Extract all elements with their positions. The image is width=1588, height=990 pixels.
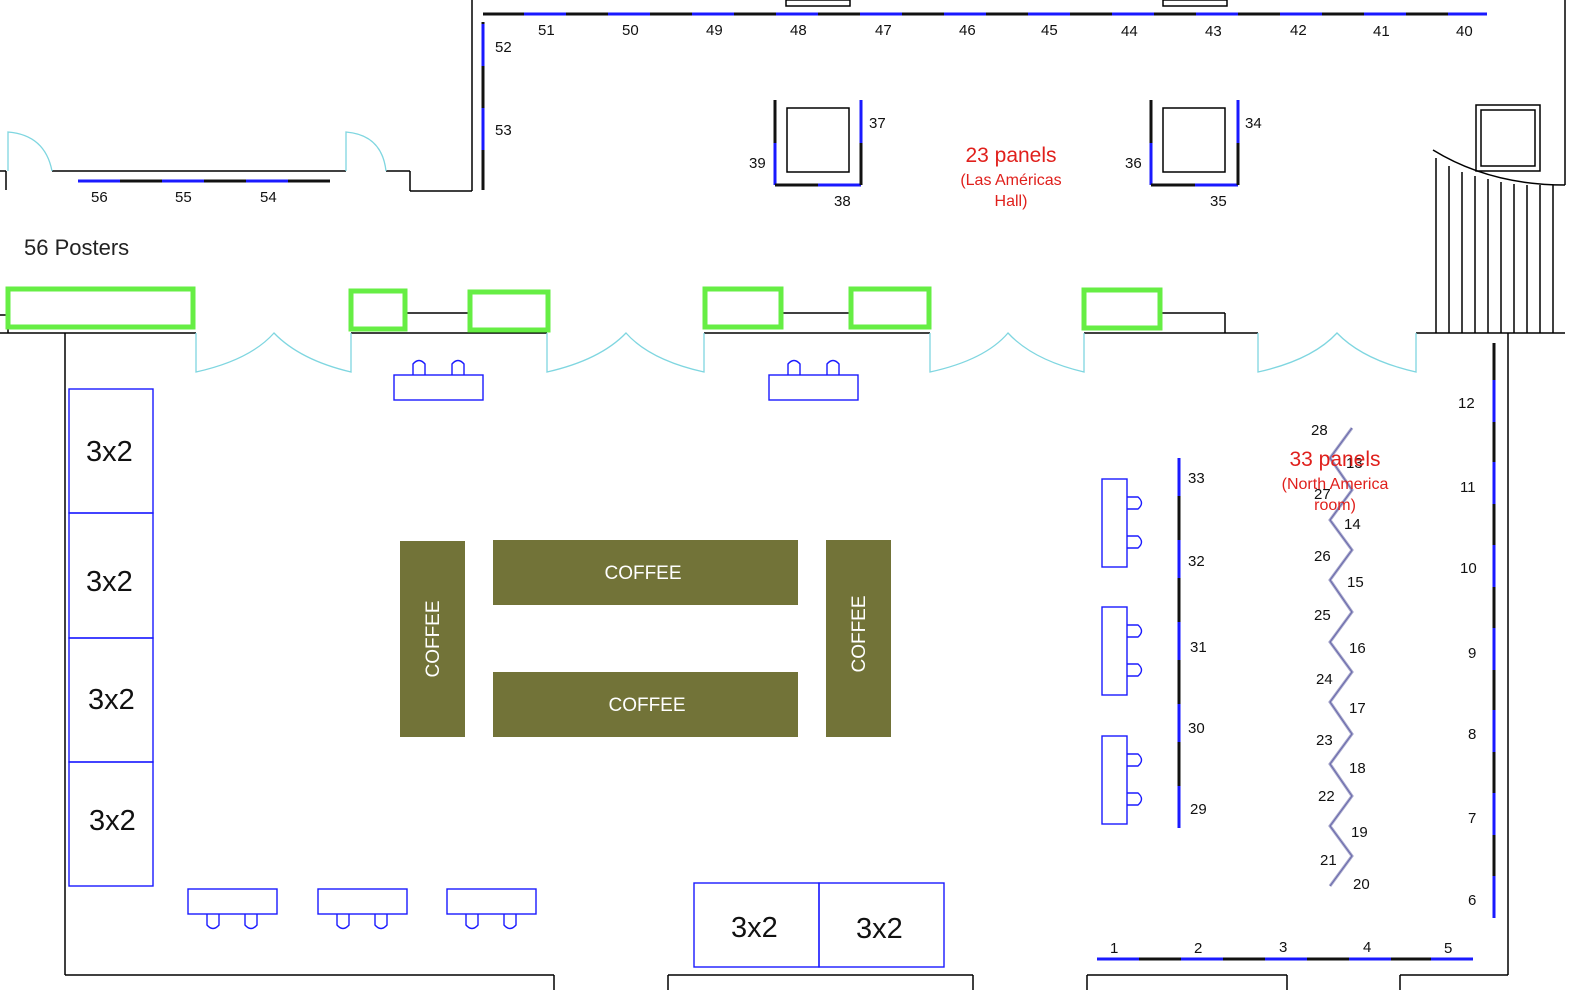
coffee-stations: COFFEE COFFEE COFFEE COFFEE (400, 540, 891, 737)
panel-number: 31 (1190, 639, 1207, 656)
panel-number: 36 (1125, 155, 1142, 172)
room-subtitle: (North America (1282, 476, 1389, 493)
coffee-label: COFFEE (604, 563, 681, 584)
panel-number: 3 (1279, 939, 1287, 956)
table-3x2-label: 3x2 (86, 566, 133, 598)
tables-3x2-bottom: 3x2 3x2 (693, 882, 945, 968)
table-3x2-label: 3x2 (86, 436, 133, 468)
coffee-label: COFFEE (608, 695, 685, 716)
panel-number: 22 (1318, 788, 1335, 805)
posters-label: 56 Posters (24, 235, 129, 260)
panel-number: 50 (622, 22, 639, 39)
panel-number: 2 (1194, 940, 1202, 957)
room-label-las-americas: 23 panels (Las Américas Hall) (960, 144, 1061, 210)
room-subtitle: (Las Américas (960, 172, 1061, 189)
panel-number: 35 (1210, 193, 1227, 210)
panel-number: 4 (1363, 939, 1371, 956)
panel-number: 56 (91, 189, 108, 206)
pillar-left (773, 100, 863, 187)
panels-zigzag (1328, 427, 1354, 887)
table-3x2-label: 3x2 (88, 684, 135, 716)
panel-number: 53 (495, 122, 512, 139)
panel-number: 1 (1110, 940, 1118, 957)
panel-number: 45 (1041, 22, 1058, 39)
panel-number: 24 (1316, 671, 1333, 688)
panel-number: 49 (706, 22, 723, 39)
room-title: 23 panels (965, 144, 1056, 167)
panel-number: 13 (1346, 455, 1363, 472)
panel-number: 43 (1205, 23, 1222, 40)
room-subtitle: room) (1314, 497, 1356, 514)
panel-number: 29 (1190, 801, 1207, 818)
room-title: 33 panels (1289, 448, 1380, 471)
panel-number: 10 (1460, 560, 1477, 577)
panel-number: 15 (1347, 574, 1364, 591)
panel-number: 52 (495, 39, 512, 56)
panel-number: 11 (1460, 479, 1476, 496)
panel-number: 17 (1349, 700, 1366, 717)
panel-number: 25 (1314, 607, 1331, 624)
panel-number: 5 (1444, 940, 1452, 957)
tables-3x2-left: 3x2 3x2 3x2 3x2 (68, 388, 154, 887)
panel-number: 51 (538, 22, 555, 39)
green-boards (5, 286, 1163, 333)
panel-number: 21 (1320, 852, 1337, 869)
panel-number: 20 (1353, 876, 1370, 893)
panel-number: 40 (1456, 23, 1473, 40)
panel-number: 46 (959, 22, 976, 39)
panel-number: 9 (1468, 645, 1476, 662)
table-3x2-label: 3x2 (731, 912, 778, 944)
panel-number: 30 (1188, 720, 1205, 737)
coffee-label: COFFEE (423, 600, 444, 677)
panel-number: 14 (1344, 516, 1361, 533)
coffee-label: COFFEE (849, 595, 870, 672)
room-subtitle: Hall) (995, 193, 1028, 210)
panel-number: 7 (1468, 810, 1476, 827)
doors (7, 131, 1417, 373)
pillar-right (1149, 100, 1240, 187)
panel-number: 38 (834, 193, 851, 210)
room-label-north-america: 33 panels (North America room) (1282, 448, 1389, 514)
panel-number: 54 (260, 189, 277, 206)
panel-number: 37 (869, 115, 886, 132)
table-3x2-label: 3x2 (89, 805, 136, 837)
panel-numbers: 51 50 49 48 47 46 45 44 43 42 41 40 52 5… (91, 22, 1477, 957)
panel-number: 19 (1351, 824, 1368, 841)
panel-number: 18 (1349, 760, 1366, 777)
panel-number: 42 (1290, 22, 1307, 39)
table-3x2-label: 3x2 (856, 913, 903, 945)
panel-number: 12 (1458, 395, 1475, 412)
panel-number: 28 (1311, 422, 1328, 439)
panel-number: 44 (1121, 23, 1138, 40)
panel-number: 55 (175, 189, 192, 206)
panel-number: 26 (1314, 548, 1331, 565)
panel-number: 48 (790, 22, 807, 39)
small-tables (187, 359, 1143, 930)
panel-number: 47 (875, 22, 892, 39)
panel-number: 16 (1349, 640, 1366, 657)
panel-number: 32 (1188, 553, 1205, 570)
panel-number: 23 (1316, 732, 1333, 749)
panel-number: 39 (749, 155, 766, 172)
panel-number: 33 (1188, 470, 1205, 487)
panels-top (481, 12, 1487, 190)
panel-number: 34 (1245, 115, 1262, 132)
panel-number: 27 (1314, 486, 1331, 503)
panel-number: 41 (1373, 23, 1390, 40)
panel-number: 6 (1468, 892, 1476, 909)
panel-number: 8 (1468, 726, 1476, 743)
